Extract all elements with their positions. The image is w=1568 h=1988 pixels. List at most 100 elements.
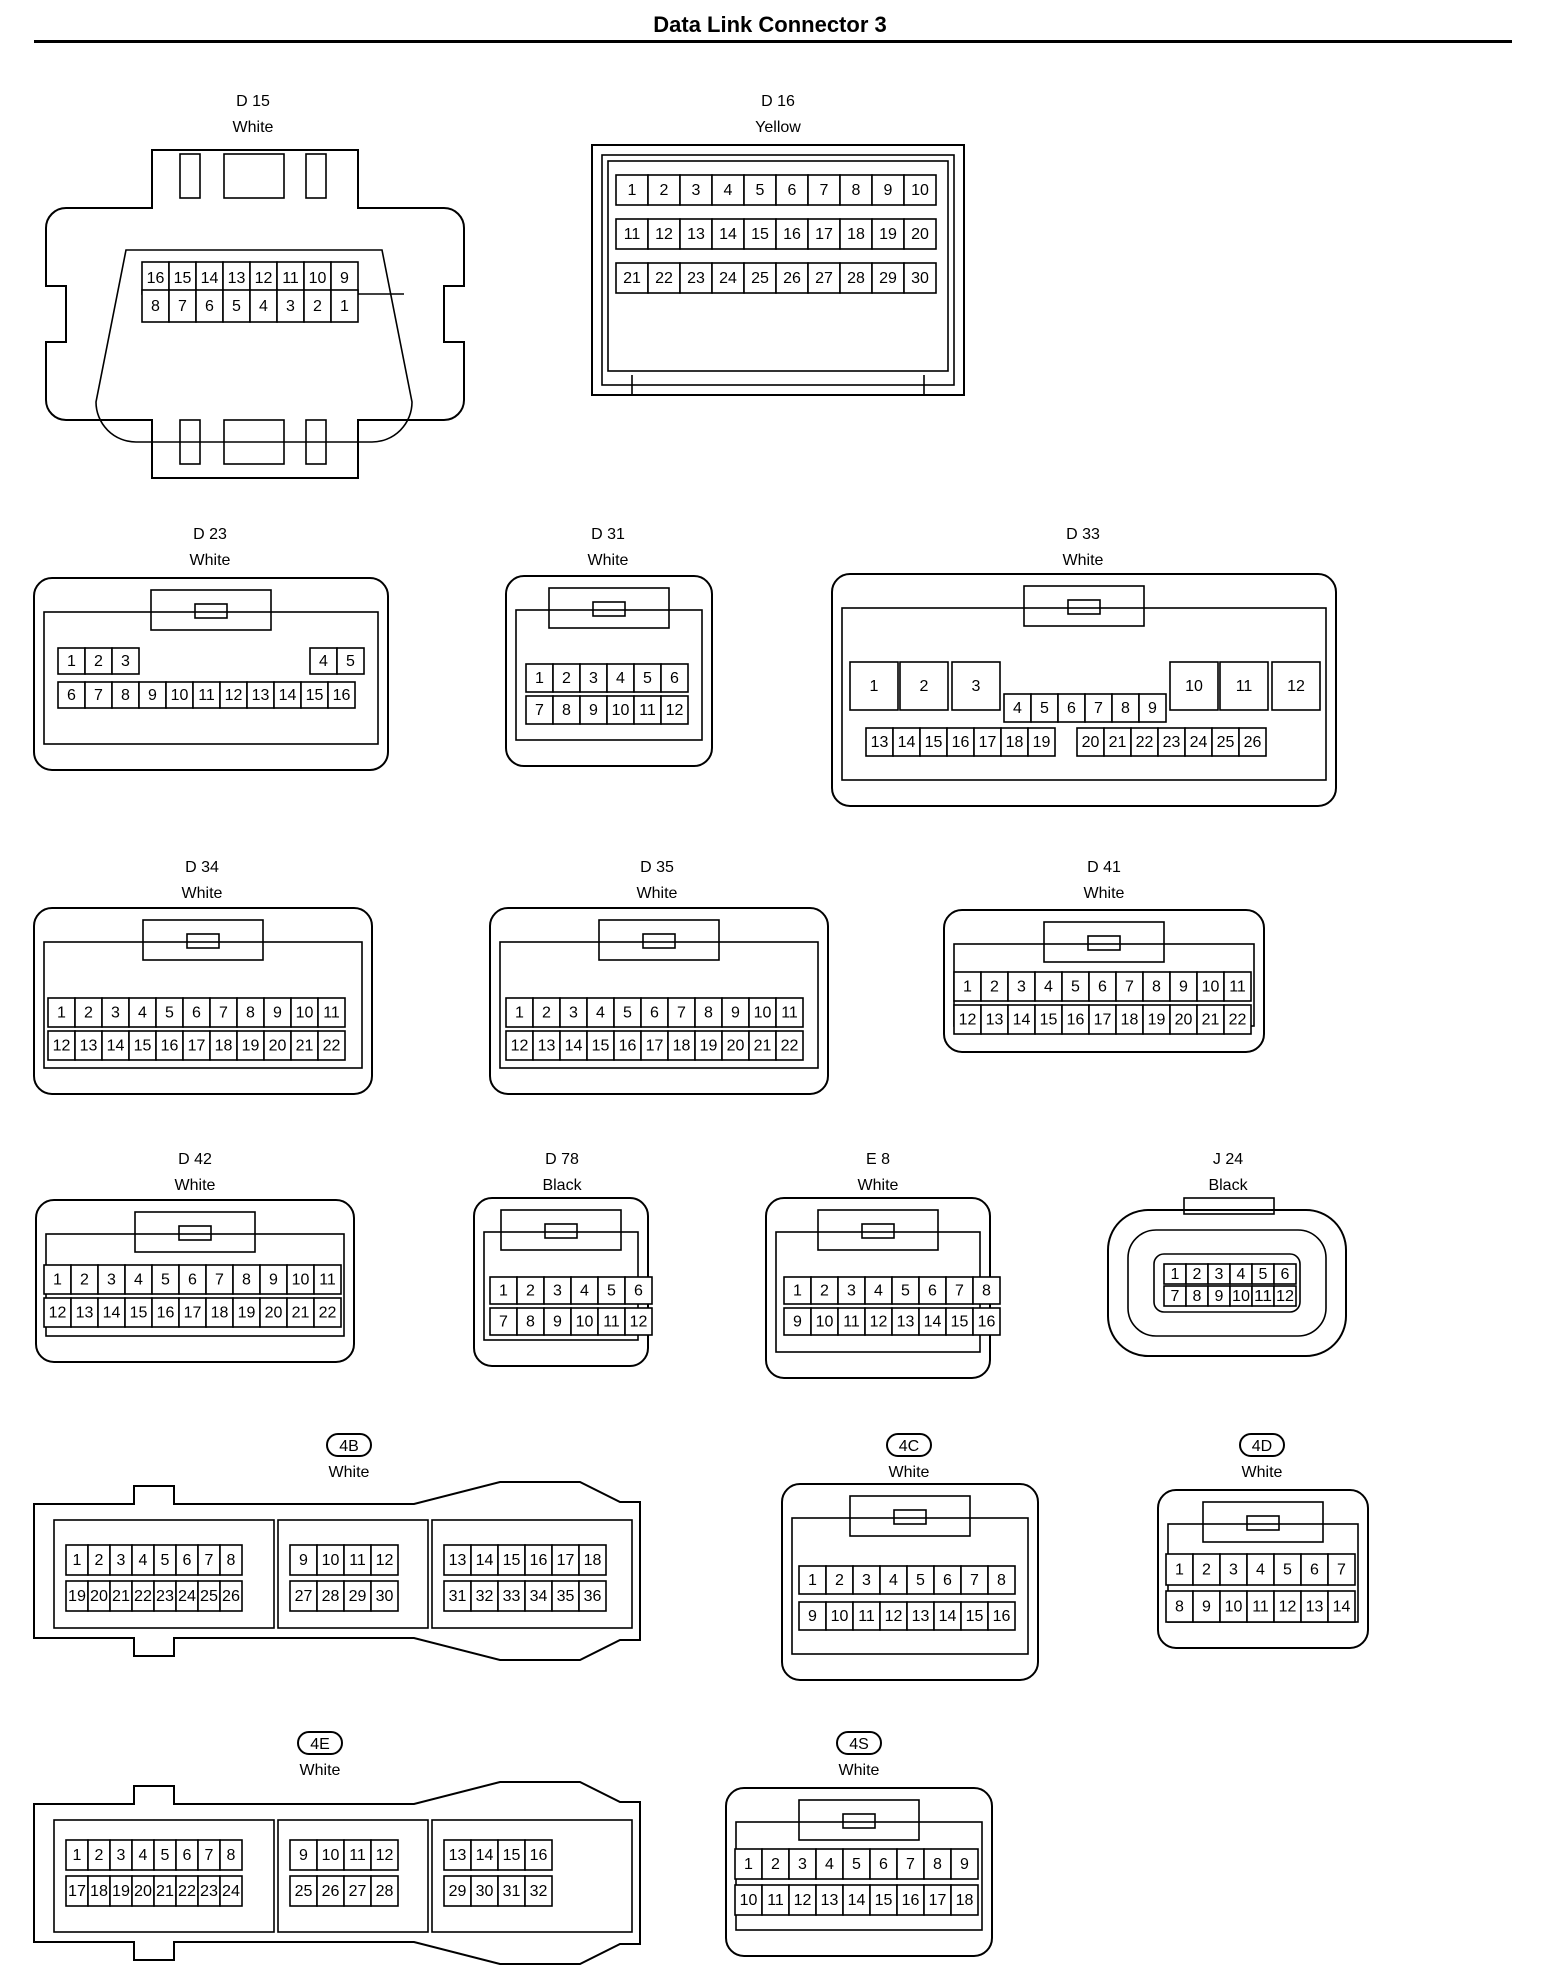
- pin-number: 9: [340, 270, 349, 287]
- connector-pin: 14: [892, 727, 921, 757]
- pin-number: 18: [847, 226, 865, 243]
- connector-pin: 1: [489, 1276, 518, 1305]
- pin-number: 7: [215, 1272, 224, 1289]
- connector-pin: 15: [919, 727, 948, 757]
- pin-cell: [343, 1875, 372, 1907]
- pin-cell: [313, 1264, 342, 1295]
- pin-number: 7: [955, 1283, 964, 1300]
- pin-number: 4: [1237, 1266, 1246, 1283]
- pin-number: 8: [562, 702, 571, 719]
- pin-number: 5: [623, 1005, 632, 1022]
- pin-cell: [97, 1264, 126, 1295]
- pin-number: 20: [727, 1038, 745, 1055]
- connector-pin: 22: [1130, 727, 1159, 757]
- pin-number: 12: [376, 1552, 394, 1569]
- pin-cell: [497, 1580, 526, 1612]
- pin-number: 5: [1071, 979, 1080, 996]
- pin-number: 14: [476, 1552, 494, 1569]
- pin-number: 6: [928, 1283, 937, 1300]
- pin-cell: [141, 289, 170, 323]
- pin-cell: [289, 1839, 318, 1871]
- connector-pin: 21: [286, 1297, 315, 1328]
- connector-pin: 23: [197, 1875, 221, 1907]
- connector-pin: 11: [1223, 971, 1252, 1002]
- pin-number: 6: [650, 1005, 659, 1022]
- pin-number: 10: [911, 182, 929, 199]
- connector-pin: 19: [232, 1297, 261, 1328]
- pin-cell: [128, 997, 157, 1028]
- pin-number: 15: [966, 1608, 984, 1625]
- pin-number: 8: [852, 182, 861, 199]
- pin-number: 12: [511, 1038, 529, 1055]
- pin-number: 3: [569, 1005, 578, 1022]
- connector-pin: 30: [370, 1580, 399, 1612]
- connector-pin: 12: [370, 1839, 399, 1871]
- pin-number: 26: [783, 270, 801, 287]
- connector-pin: 8: [839, 174, 873, 206]
- connector-pin: 4: [1034, 971, 1063, 1002]
- connector-pin: 15: [497, 1544, 526, 1576]
- connector-pin: 6: [1300, 1553, 1329, 1586]
- connector-pin: 12: [788, 1884, 817, 1916]
- connector-pin: 12: [1271, 661, 1321, 711]
- connector-pin: 11: [633, 695, 662, 725]
- pin-number: 9: [299, 1847, 308, 1864]
- connector-code: D 35: [640, 859, 674, 876]
- connector-pin: 5: [336, 647, 365, 675]
- pin-cell: [775, 1030, 804, 1061]
- pin-number: 15: [751, 226, 769, 243]
- pin-number: 20: [134, 1883, 152, 1900]
- pin-cell: [815, 1848, 844, 1880]
- pin-number: 9: [1179, 979, 1188, 996]
- pin-cell: [470, 1544, 499, 1576]
- connector-pin: 3: [109, 1544, 133, 1576]
- connector-pin: 7: [489, 1307, 518, 1336]
- connector-pin: 17: [640, 1030, 669, 1061]
- pin-number: 6: [1098, 979, 1107, 996]
- pin-cell: [290, 997, 319, 1028]
- connector-pin: 17: [807, 218, 841, 250]
- connector-pin: 10: [810, 1307, 839, 1336]
- connector-pin: 6: [869, 1848, 898, 1880]
- connector-pin: 7: [1327, 1553, 1356, 1586]
- pin-number: 10: [292, 1272, 310, 1289]
- pin-number: 32: [476, 1588, 494, 1605]
- connector-body-4b: [33, 1481, 641, 1661]
- connector-code: D 42: [178, 1151, 212, 1168]
- pin-number: 27: [349, 1883, 367, 1900]
- pin-number: 10: [1232, 1288, 1250, 1305]
- pin-number: 30: [911, 270, 929, 287]
- pin-number: 6: [67, 687, 76, 704]
- connector-pin: 7: [84, 681, 113, 709]
- pin-cell: [980, 971, 1009, 1002]
- pin-number: 11: [323, 1005, 340, 1022]
- pin-cell: [987, 1601, 1016, 1631]
- pin-number: 9: [148, 687, 157, 704]
- pin-number: 21: [292, 1305, 310, 1322]
- connector-pin: 8: [552, 695, 581, 725]
- pin-cell: [151, 1264, 180, 1295]
- pin-cell: [1115, 971, 1144, 1002]
- connector-pin: 1: [1165, 1553, 1194, 1586]
- connector-pin: 7: [945, 1276, 974, 1305]
- pin-number: 12: [1276, 1288, 1294, 1305]
- pin-number: 1: [73, 1552, 82, 1569]
- connector-pin: 5: [151, 1264, 180, 1295]
- connector-code: 4C: [899, 1438, 919, 1455]
- pin-number: 11: [282, 270, 299, 287]
- connector-pin: 12: [660, 695, 689, 725]
- pin-number: 19: [242, 1038, 260, 1055]
- connector-pin: 7: [168, 289, 197, 323]
- pin-cell: [543, 1276, 572, 1305]
- pin-number: 13: [871, 734, 889, 751]
- pin-number: 19: [68, 1588, 86, 1605]
- pin-number: 1: [499, 1283, 508, 1300]
- pin-number: 25: [751, 270, 769, 287]
- connector-pin: 34: [524, 1580, 553, 1612]
- pin-number: 6: [634, 1283, 643, 1300]
- pin-cell: [613, 1030, 642, 1061]
- pin-cell: [43, 1297, 72, 1328]
- connector-pin: 15: [124, 1297, 153, 1328]
- connector-pin: 8: [1142, 971, 1171, 1002]
- pin-number: 8: [1175, 1599, 1184, 1616]
